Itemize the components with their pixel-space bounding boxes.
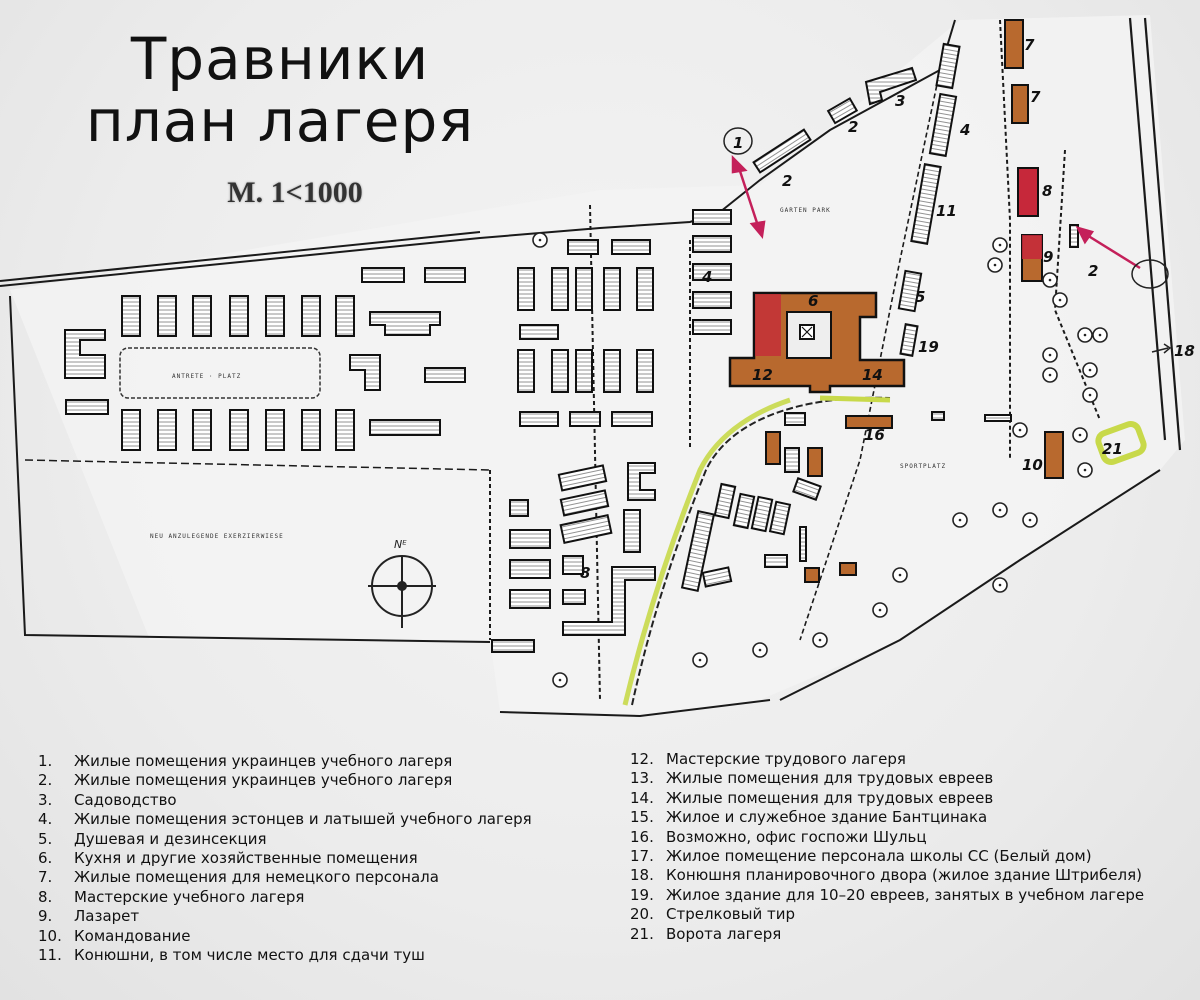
legend-item: 2.Жилые помещения украинцев учебного лаг… [38, 771, 453, 790]
map-label-16: 16 [864, 426, 885, 444]
marker-1-circle [723, 127, 753, 155]
title-line-2: план лагеря [85, 87, 475, 155]
map-label-4: 4 [959, 121, 970, 139]
svg-text:ANTRETE · PLATZ: ANTRETE · PLATZ [172, 373, 241, 380]
legend-item: 16.Возможно, офис госпожи Шульц [630, 827, 927, 846]
svg-text:NEU ANZULEGENDE EXERZIERWIESE: NEU ANZULEGENDE EXERZIERWIESE [150, 533, 284, 540]
map-label-8: 8 [1042, 182, 1052, 200]
legend-left: 1.Жилые помещения украинцев учебного лаг… [38, 752, 532, 965]
legend-item: 4.Жилые помещения эстонцев и латышей уче… [38, 810, 532, 829]
legend-item: 11.Конюшни, в том числе место для сдачи … [38, 946, 425, 965]
map-label-21: 21 [1102, 440, 1123, 458]
svg-text:GARTEN PARK: GARTEN PARK [780, 207, 831, 214]
barracks-bottom-row [121, 409, 355, 451]
title-line-1: Травники [130, 25, 430, 93]
legend-item: 6.Кухня и другие хозяйственные помещения [38, 849, 418, 868]
map-label-19: 19 [918, 338, 939, 356]
workshops-8 [491, 462, 656, 653]
gate-arrow-icon [731, 154, 1141, 270]
legend-item: 8.Мастерские учебного лагеря [38, 887, 305, 906]
legend-item: 9.Лазарет [38, 907, 140, 926]
map-label-5: 5 [915, 288, 925, 306]
map-label-8: 8 [580, 564, 590, 582]
legend-item: 13.Жилые помещения для трудовых евреев [630, 769, 994, 788]
railway [631, 396, 891, 706]
map-label-12: 12 [752, 366, 773, 384]
map-label-4: 4 [701, 268, 712, 286]
map-label-11: 11 [936, 202, 957, 220]
map-label-2: 2 [848, 118, 858, 136]
map-label-9: 9 [1043, 248, 1053, 266]
map-label-7: 7 [1030, 88, 1041, 106]
legend-item: 14.Жилые помещения для трудовых евреев [630, 788, 994, 807]
legend-item: 20.Стрелковый тир [630, 905, 795, 924]
marker-2-circle [1131, 259, 1169, 289]
page-title: Травники план лагеря [0, 28, 560, 152]
legend-item: 17.Жилое помещение персонала школы СС (Б… [630, 847, 1092, 866]
map-label-14: 14 [862, 366, 883, 384]
map-label-18: 18 [1174, 342, 1195, 360]
barracks-top-row [121, 295, 355, 337]
work-camp-complex [728, 291, 906, 394]
barracks-east [752, 42, 961, 357]
lazaret-building [1017, 167, 1039, 217]
barracks-middle-block [517, 209, 732, 427]
map-label-10: 10 [1022, 456, 1043, 474]
map-label-7: 7 [1024, 36, 1035, 54]
parade-ground [119, 347, 321, 399]
legend-item: 10.Командование [38, 926, 191, 945]
legend-item: 18.Конюшня планировочного двора (жилое з… [630, 866, 1142, 885]
misc-buildings [680, 224, 1079, 592]
legend-item: 21.Ворота лагеря [630, 924, 782, 943]
map-label-2: 2 [782, 172, 792, 190]
map-label-2c: 2 [1088, 262, 1098, 280]
legend-right: 12.Мастерские трудового лагеря 13.Жилые … [630, 750, 1144, 944]
map-label-3: 3 [895, 92, 905, 110]
compass-rose-icon: Nᴱ [368, 538, 436, 628]
svg-text:SPORTPLATZ: SPORTPLATZ [900, 463, 946, 470]
legend-item: 7.Жилые помещения для немецкого персонал… [38, 868, 439, 887]
camp-area [10, 15, 1185, 715]
map-label-1: 1 [733, 134, 743, 152]
legend-item: 3.Садоводство [38, 790, 177, 809]
legend-item: 15.Жилое и служебное здание Бантцинака [630, 808, 988, 827]
railway-highlight [622, 397, 791, 706]
svg-text:Nᴱ: Nᴱ [394, 538, 407, 551]
legend-item: 1.Жилые помещения украинцев учебного лаг… [38, 752, 453, 770]
map-scale: М. 1<1000 [227, 176, 363, 209]
map-label-6: 6 [808, 292, 818, 310]
legend-item: 12.Мастерские трудового лагеря [630, 750, 906, 768]
legend-item: 19.Жилое здание для 10–20 евреев, заняты… [630, 885, 1145, 904]
legend-item: 5.Душевая и дезинсекция [38, 829, 267, 848]
railway-highlight-2 [819, 395, 891, 403]
gate-21-highlight [1095, 420, 1147, 466]
